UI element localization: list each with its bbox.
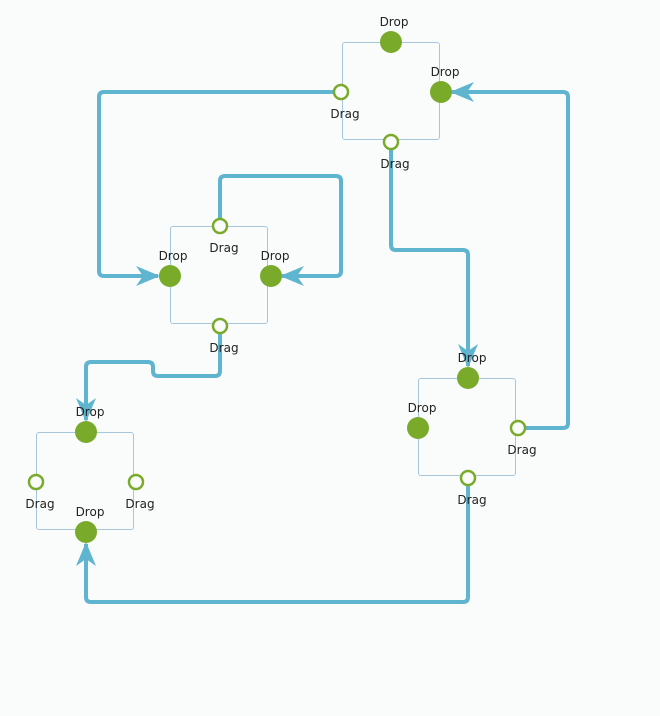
node-d-drag-right-label: Drag xyxy=(507,443,537,457)
node-c-drop-top-label: Drop xyxy=(75,405,105,419)
connection-b-top-to-b-right[interactable] xyxy=(218,174,343,286)
node-a-drop-right-label: Drop xyxy=(430,65,460,79)
node-a-drop-top-label: Drop xyxy=(379,15,409,29)
node-c-drag-right-label: Drag xyxy=(125,497,155,511)
node-a-drop-right-port[interactable] xyxy=(430,81,452,103)
node-c-drag-right-port[interactable] xyxy=(127,473,145,491)
node-b-drag-top-port[interactable] xyxy=(211,217,229,235)
connection-b-bottom-to-c-top[interactable] xyxy=(76,326,222,422)
node-d-drop-top-label: Drop xyxy=(457,351,487,365)
node-c-drag-left-label: Drag xyxy=(25,497,55,511)
node-c-drop-bottom-port[interactable] xyxy=(75,521,97,543)
node-a-drag-bottom-port[interactable] xyxy=(382,133,400,151)
node-c-drag-left-port[interactable] xyxy=(27,473,45,491)
node-b-drop-left-port[interactable] xyxy=(159,265,181,287)
node-a-drag-left-port[interactable] xyxy=(332,83,350,101)
node-d-drop-left-label: Drop xyxy=(407,401,437,415)
connection-d-right-to-a-right[interactable] xyxy=(450,82,570,430)
node-d-drag-bottom-label: Drag xyxy=(457,493,487,507)
node-a-drop-top-port[interactable] xyxy=(380,31,402,53)
connection-a-bottom-to-d-top[interactable] xyxy=(389,142,478,368)
node-a-drag-bottom-label: Drag xyxy=(380,157,410,171)
node-b-drop-left-label: Drop xyxy=(158,249,188,263)
node-d-drag-bottom-port[interactable] xyxy=(459,469,477,487)
connection-a-left-to-b-left[interactable] xyxy=(97,90,341,286)
node-c-drop-top-port[interactable] xyxy=(75,421,97,443)
node-b-drag-bottom-port[interactable] xyxy=(211,317,229,335)
node-d-drop-top-port[interactable] xyxy=(457,367,479,389)
node-b-drag-top-label: Drag xyxy=(209,241,239,255)
node-c-drop-bottom-label: Drop xyxy=(75,505,105,519)
node-d-drag-right-port[interactable] xyxy=(509,419,527,437)
connection-d-bottom-to-c-bottom[interactable] xyxy=(76,478,470,604)
node-b-drag-bottom-label: Drag xyxy=(209,341,239,355)
node-d-drop-left-port[interactable] xyxy=(407,417,429,439)
node-b-drop-right-label: Drop xyxy=(260,249,290,263)
node-b-drop-right-port[interactable] xyxy=(260,265,282,287)
node-a-drag-left-label: Drag xyxy=(330,107,360,121)
